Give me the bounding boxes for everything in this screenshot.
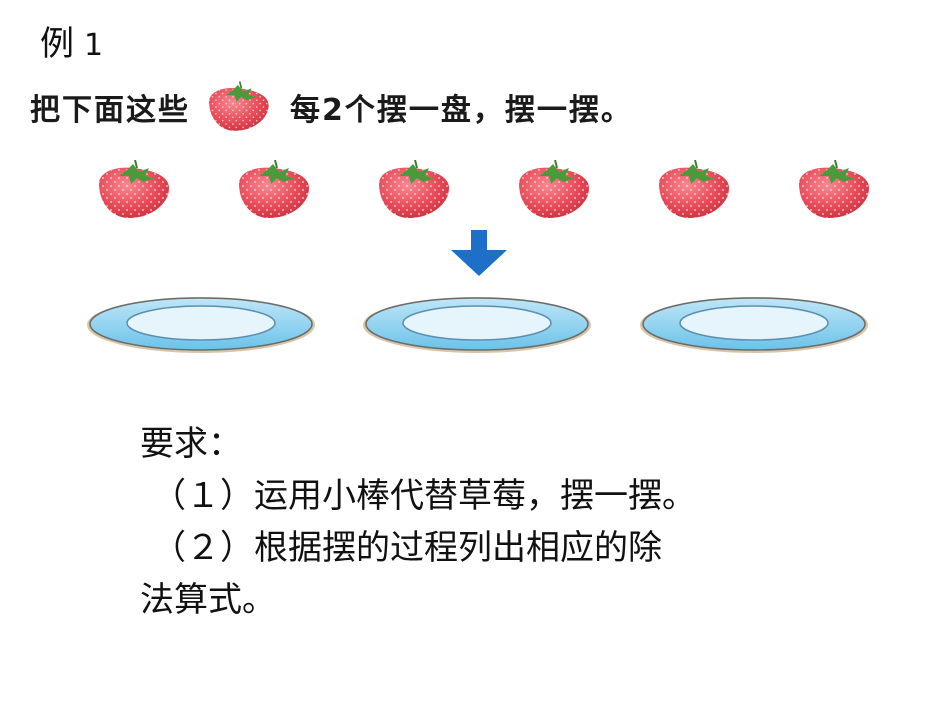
strawberry-icon	[373, 160, 453, 220]
strawberry-icon	[793, 160, 873, 220]
instruction-line: 把下面这些 每2个摆一盘，摆一摆。	[30, 82, 633, 132]
instruction-text-after: 每2个摆一盘，摆一摆。	[290, 93, 633, 128]
strawberry-icon	[513, 160, 593, 220]
requirements-block: 要求： （１）运用小棒代替草莓，摆一摆。 （２）根据摆的过程列出相应的除 法算式…	[140, 418, 696, 626]
requirements-heading: 要求：	[140, 424, 242, 464]
requirement-item-2: （２）根据摆的过程列出相应的除	[152, 528, 662, 568]
requirement-item-2-continued: 法算式。	[140, 580, 276, 620]
title-number: 1	[84, 28, 104, 63]
strawberry-row	[0, 160, 950, 222]
title-prefix: 例	[40, 24, 74, 64]
plate-icon	[84, 292, 318, 356]
strawberry-icon	[233, 160, 313, 220]
down-arrow-icon	[451, 230, 507, 276]
instruction-text-before: 把下面这些	[30, 93, 190, 128]
requirement-item-1: （１）运用小棒代替草莓，摆一摆。	[152, 476, 696, 516]
strawberry-icon	[93, 160, 173, 220]
plate-icon	[637, 292, 871, 356]
strawberry-icon	[204, 79, 272, 135]
strawberry-icon	[653, 160, 733, 220]
plate-icon	[360, 292, 594, 356]
